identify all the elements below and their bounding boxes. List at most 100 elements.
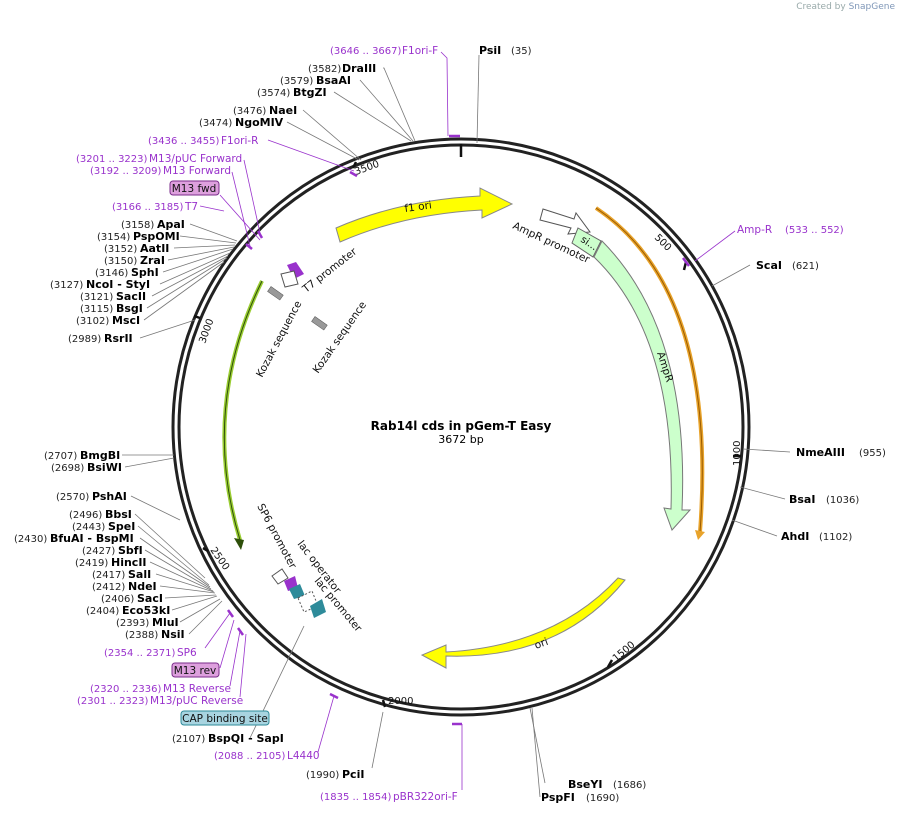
feature-f1-ori: f1 ori [335, 187, 514, 243]
site-pos: (3150) [104, 256, 137, 267]
site-bseyi: BseYI (1686) [568, 778, 646, 791]
site-pos: (2698) [51, 463, 84, 474]
primer-name: F1ori-F [402, 45, 438, 57]
right-leaders [476, 54, 791, 798]
site-name: ScaI [756, 259, 782, 272]
site-name: SacII [116, 290, 146, 303]
feature-sp6-lac-cluster: SP6 promoter lac operator lac promoter [254, 502, 364, 635]
primer-name: SP6 [177, 647, 197, 659]
site-name: SalI [128, 568, 151, 581]
site-name: PsiI [479, 44, 501, 57]
sp6-promoter-label: SP6 promoter [254, 502, 299, 572]
t7-promoter-label: T7 promoter [300, 245, 360, 296]
site-pos: (3121) [80, 292, 113, 303]
site-ahdi: AhdI (1102) [781, 530, 852, 543]
site-pos: (2427) [82, 546, 115, 557]
site-pos: (2107) [172, 734, 205, 745]
tick-label-2000: 2000 [388, 696, 413, 707]
site-pos: (3158) [121, 220, 154, 231]
cap-binding-box: CAP binding site [180, 710, 270, 726]
site-name: BbsI [105, 508, 132, 521]
m13-rev-box: M13 rev [171, 662, 220, 678]
primer-range: (2301 .. 2323) [77, 696, 149, 707]
site-pos: (2417) [92, 570, 125, 581]
site-name: PciI [342, 768, 364, 781]
primer-range: (2320 .. 2336) [90, 684, 162, 695]
site-pspfi: PspFI (1690) [541, 791, 619, 804]
site-pos: (1036) [826, 495, 859, 506]
primer-marks [226, 134, 690, 726]
primer-name: M13/pUC Reverse [150, 695, 243, 707]
primer-name: L4440 [287, 750, 320, 762]
site-pos: (621) [792, 261, 819, 272]
feature-t7-promoter: T7 promoter [280, 245, 360, 296]
primer-name: Amp-R [737, 224, 772, 236]
primer-range: (533 .. 552) [785, 225, 844, 236]
site-pos: (2388) [125, 630, 158, 641]
snapgene-credit: Created by SnapGene [796, 2, 895, 12]
site-name: SacI [137, 592, 163, 605]
primer-name: M13 Reverse [163, 683, 231, 695]
feature-signal: si... [571, 227, 602, 258]
tick-label-1000: 1000 [732, 441, 743, 466]
site-pos: (2406) [101, 594, 134, 605]
site-name: RsrII [104, 332, 133, 345]
feature-ampr: AmpR [593, 240, 692, 531]
site-name: BfuAI - BspMI [50, 532, 134, 545]
primer-name: T7 [184, 201, 198, 213]
site-pos: (3115) [80, 304, 113, 315]
primer-name: pBR322ori-F [393, 791, 458, 803]
site-pos: (2989) [68, 334, 101, 345]
site-name: PspFI [541, 791, 575, 804]
site-name: NgoMIV [235, 116, 284, 129]
primer-range: (2088 .. 2105) [214, 751, 286, 762]
primer-range: (3436 .. 3455) [148, 136, 220, 147]
m13-fwd-box: M13 fwd [169, 180, 220, 196]
site-pos: (35) [511, 46, 532, 57]
site-name: NcoI - StyI [86, 278, 150, 291]
site-pos: (2430) [14, 534, 47, 545]
primer-name: M13/pUC Forward [149, 153, 242, 165]
f1-ori-label: f1 ori [404, 199, 433, 215]
site-name: BtgZI [293, 86, 327, 99]
right-primer-leaders [440, 51, 736, 790]
site-pos: (1686) [613, 780, 646, 791]
site-pos: (1102) [819, 532, 852, 543]
feature-left-orf [222, 280, 264, 550]
site-name: NdeI [128, 580, 157, 593]
site-name: BseYI [568, 778, 602, 791]
site-name: ZraI [140, 254, 165, 267]
site-nmeaiii: NmeAIII (955) [796, 446, 886, 459]
site-name: DraIII [342, 62, 376, 75]
site-pos: (2404) [86, 606, 119, 617]
m13-fwd-label: M13 fwd [172, 183, 217, 195]
primer-name: M13 Forward [163, 165, 231, 177]
kozak-box-2 [311, 316, 328, 331]
site-pos: (2707) [44, 451, 77, 462]
site-pos: (2412) [92, 582, 125, 593]
site-name: BsgI [116, 302, 143, 315]
site-name: SbfI [118, 544, 143, 557]
left-sites: (3582) DraIII (3579) BsaAI (3574) BtgZI … [14, 62, 376, 781]
site-pos: (1690) [586, 793, 619, 804]
site-pos: (3574) [257, 88, 290, 99]
primer-range: (3192 .. 3209) [90, 166, 162, 177]
site-pos: (3127) [50, 280, 83, 291]
site-pos: (3102) [76, 316, 109, 327]
site-pos: (3152) [104, 244, 137, 255]
site-pos: (3154) [97, 232, 130, 243]
site-name: AatII [140, 242, 169, 255]
site-name: BmgBI [80, 449, 120, 462]
left-leaders [122, 67, 416, 769]
site-name: BsaI [789, 493, 815, 506]
map-title: Rab14l cds in pGem-T Easy [371, 419, 552, 433]
ori-label: ori [533, 636, 550, 652]
left-primer-leaders [199, 139, 355, 753]
site-name: AhdI [781, 530, 809, 543]
site-pos: (2570) [56, 492, 89, 503]
feature-ori: ori [420, 577, 626, 669]
site-pos: (955) [859, 448, 886, 459]
primer-labels: (3646 .. 3667) F1ori-F Amp-R (533 .. 552… [76, 45, 844, 803]
site-pos: (3474) [199, 118, 232, 129]
